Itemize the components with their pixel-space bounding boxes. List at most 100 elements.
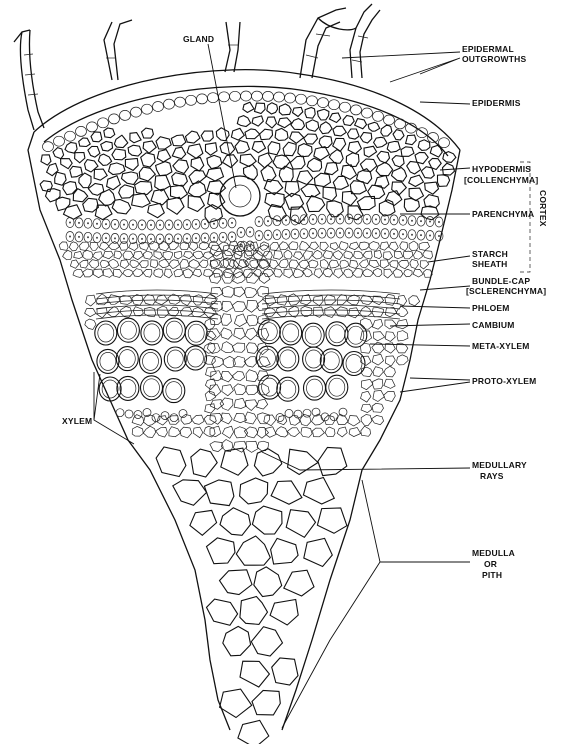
epidermal-cell — [109, 114, 120, 124]
packing-cell — [180, 427, 192, 438]
bundle-cap-cell — [393, 269, 403, 277]
cortex-cell — [333, 126, 346, 136]
medullary-ray-cell — [232, 302, 246, 312]
cortex-cell — [56, 197, 70, 210]
pith-cell — [191, 449, 217, 477]
bundle-cap-cell — [184, 252, 194, 259]
packing-cell — [385, 307, 396, 316]
epidermal-cell — [362, 108, 373, 118]
cortex-cell — [374, 137, 388, 147]
label-hypodermis-line2: [COLLENCHYMA] — [464, 175, 538, 185]
medullary-ray-cell — [244, 287, 257, 297]
bundle-cap-cell — [354, 251, 364, 259]
medullary-ray-cell — [234, 427, 247, 438]
cortex-cell — [258, 153, 272, 168]
cortex-cell — [139, 167, 155, 181]
bundle-cap-cell — [99, 242, 109, 250]
medullary-ray-cell — [244, 357, 256, 367]
starch-grain — [303, 233, 305, 235]
starch-grain — [159, 238, 161, 240]
label-gland: GLAND — [183, 34, 214, 44]
bundle-cap-cell — [194, 251, 204, 259]
cortex-cell — [237, 116, 250, 127]
cortex-cell — [343, 116, 354, 126]
starch-grain — [195, 237, 197, 239]
bundle-cap-cell — [193, 270, 202, 277]
pith-cell — [240, 478, 268, 504]
cortex-cell — [297, 171, 313, 185]
packing-cell — [205, 391, 215, 401]
packing-cell — [204, 356, 215, 365]
bundle-cap-cell — [74, 251, 83, 258]
starch-grain — [366, 218, 368, 220]
proto-xylem-vessel — [170, 414, 178, 422]
packing-cell — [361, 404, 372, 412]
starch-grain — [168, 224, 170, 226]
medullary-ray-cell — [221, 371, 233, 382]
medullary-ray-cell — [257, 399, 268, 409]
cortex-cell — [104, 128, 115, 138]
starch-grain — [411, 234, 413, 236]
bundle-cap-cell — [329, 260, 339, 268]
proto-xylem-vessel — [276, 414, 284, 422]
cortex-cell — [125, 159, 138, 171]
bundle-cap-cell — [303, 251, 312, 260]
label-cambium: CAMBIUM — [472, 320, 514, 330]
epidermal-cell — [164, 99, 175, 109]
cortex-cell — [376, 162, 393, 175]
cortex-cell — [268, 142, 280, 155]
proto-xylem-vessel — [116, 409, 124, 417]
vessel-lumen — [120, 379, 136, 397]
epidermal-cell — [230, 91, 241, 101]
label-medulla-line2: OR — [484, 559, 497, 569]
pith-cell — [303, 478, 334, 505]
cortex-cell — [317, 109, 329, 120]
cortex-cell — [329, 113, 340, 123]
starch-grain — [114, 237, 116, 239]
starch-grain — [393, 219, 395, 221]
starch-grain — [393, 233, 395, 235]
bundle-cap-cell — [80, 260, 88, 268]
starch-grain — [330, 218, 332, 220]
packing-cell — [373, 367, 383, 377]
epidermal-cell — [252, 91, 263, 101]
cortex-cell — [360, 159, 376, 172]
bundle-cap-cell — [90, 242, 99, 250]
bundle-cap-cell — [350, 260, 359, 268]
epidermal-cell — [87, 122, 98, 132]
epidermal-cell — [219, 92, 230, 102]
packing-cell — [337, 427, 347, 437]
packing-cell — [385, 356, 395, 366]
bundle-cap-cell — [289, 242, 298, 250]
starch-grain — [348, 218, 350, 220]
bundle-cap-cell — [123, 251, 133, 260]
vessel-lumen — [307, 379, 323, 397]
pith-cell — [272, 658, 298, 685]
starch-grain — [87, 222, 89, 224]
cortex-cell — [188, 196, 204, 212]
cortex-cell — [341, 165, 356, 180]
starch-grain — [186, 224, 188, 226]
bundle-cap-cell — [130, 260, 139, 268]
bundle-cap-cell — [263, 269, 274, 276]
cortex-cell — [186, 131, 201, 143]
starch-grain — [276, 220, 278, 222]
label-starch-sheath-line2: SHEATH — [472, 259, 508, 269]
vessel-lumen — [100, 352, 116, 370]
bundle-cap-cell — [120, 260, 129, 269]
bundle-cap-cell — [424, 270, 433, 278]
epidermal-cell — [296, 94, 307, 104]
bundle-cap-cell — [63, 250, 72, 259]
bundle-cap-cell — [254, 269, 263, 276]
cortex-cell — [364, 146, 377, 157]
bundle-cap-cell — [119, 242, 128, 250]
bundle-cap-cell — [109, 241, 120, 249]
medullary-ray-cell — [211, 301, 223, 311]
packing-cell — [372, 319, 382, 329]
medullary-ray-cell — [246, 370, 258, 382]
bundle-cap-cell — [180, 259, 189, 268]
bundle-cap-cell — [80, 242, 90, 250]
pith-cell — [173, 480, 207, 506]
cortex-cell — [55, 172, 66, 185]
packing-cell — [85, 309, 96, 317]
